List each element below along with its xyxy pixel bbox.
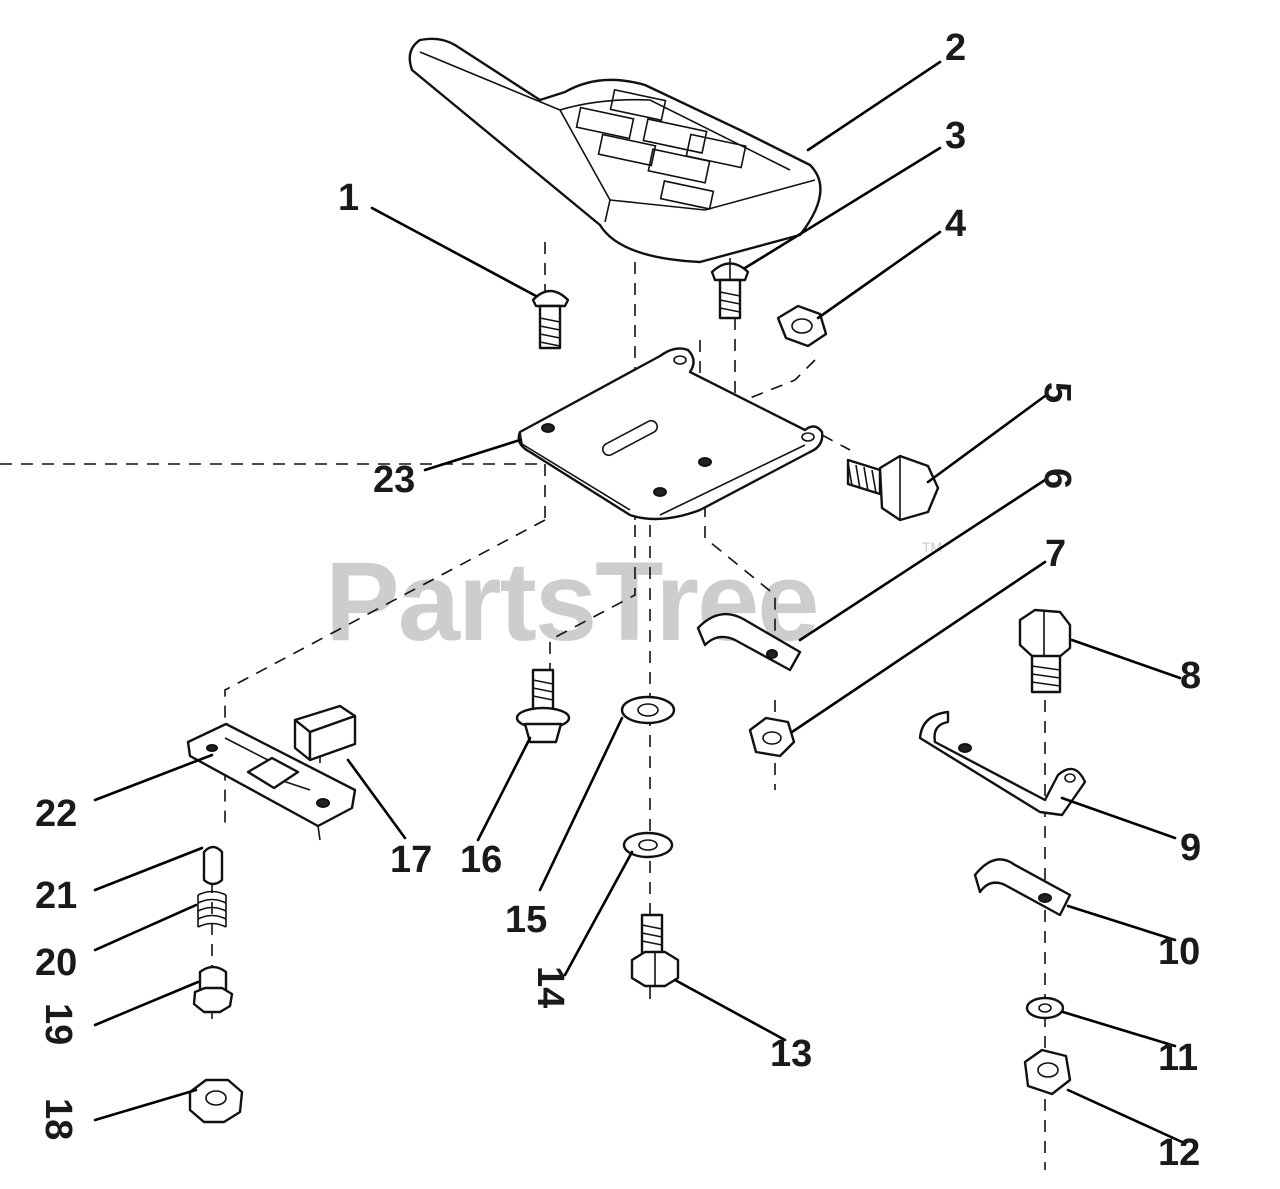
lock-nut-upper[interactable] [748, 716, 796, 758]
assembly-lines [0, 242, 1046, 1170]
callout-3: 3 [945, 115, 966, 157]
callout-20: 20 [35, 942, 77, 984]
hex-nut-upper[interactable] [776, 304, 828, 348]
callout-11: 11 [1158, 1037, 1198, 1079]
callout-8: 8 [1180, 655, 1201, 697]
callout-10: 10 [1158, 931, 1200, 973]
clip-upper[interactable] [696, 612, 802, 672]
callout-14: 14 [529, 966, 571, 1008]
callout-18: 18 [37, 1098, 79, 1140]
flange-nut[interactable] [188, 1078, 244, 1124]
washer-right[interactable] [1025, 996, 1065, 1020]
carriage-bolt[interactable] [531, 289, 570, 350]
spring[interactable] [197, 890, 227, 928]
callout-9: 9 [1180, 827, 1201, 869]
callout-16: 16 [460, 839, 502, 881]
callout-13: 13 [770, 1033, 812, 1075]
pan-head-bolt[interactable] [710, 258, 750, 320]
callout-labels: 1 2 3 4 5 6 7 8 9 10 11 12 13 14 15 16 1… [35, 27, 1201, 1174]
hex-bolt-side[interactable] [846, 454, 940, 522]
seat[interactable] [408, 37, 822, 264]
shoulder-bolt[interactable] [515, 668, 571, 744]
callout-15: 15 [505, 899, 547, 941]
clip-lower[interactable] [973, 858, 1072, 917]
callout-21: 21 [35, 875, 77, 917]
latch-plate[interactable] [186, 722, 357, 841]
callout-17: 17 [390, 839, 432, 881]
pin[interactable] [202, 845, 224, 886]
knob[interactable] [192, 965, 234, 1014]
callout-5: 5 [1036, 382, 1078, 403]
angle-bracket[interactable] [918, 710, 1087, 817]
callout-22: 22 [35, 793, 77, 835]
callout-12: 12 [1158, 1132, 1200, 1174]
hex-bolt-right[interactable] [1018, 608, 1072, 694]
callout-23: 23 [373, 459, 415, 501]
rubber-block[interactable] [293, 704, 357, 762]
callout-1: 1 [338, 177, 359, 219]
lock-nut-lower[interactable] [1023, 1048, 1072, 1096]
hex-bolt-center[interactable] [630, 913, 680, 988]
washer-center-upper[interactable] [620, 695, 676, 725]
watermark-text: PartsTree [325, 539, 818, 664]
leader-lines [93, 60, 1184, 1144]
callout-4: 4 [945, 203, 966, 245]
seat-bracket[interactable] [517, 347, 824, 521]
callout-19: 19 [37, 1003, 79, 1045]
washer-center-lower[interactable] [622, 831, 674, 859]
callout-6: 6 [1036, 468, 1078, 489]
callout-7: 7 [1045, 533, 1066, 575]
callout-2: 2 [945, 27, 966, 69]
